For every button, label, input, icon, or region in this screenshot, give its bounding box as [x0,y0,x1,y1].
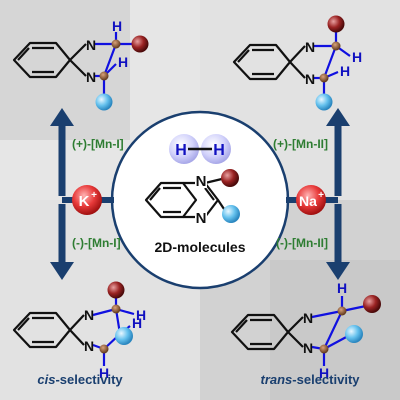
tr-bond-c-n2 [289,61,306,79]
blue-substituent-sphere [222,205,240,223]
bl-bond-c-n2 [69,329,85,346]
n-background-top [195,174,207,188]
tl-n-atom-1: N [86,37,96,53]
bl-carbon-2 [99,344,109,354]
tl-blue-sphere [95,93,113,111]
br-red-sphere [363,295,381,313]
tl-carbon-2 [99,71,109,81]
red-substituent-sphere [221,169,239,187]
cis-suffix: -selectivity [55,372,123,387]
shade-bottom-right [270,260,400,400]
br-carbon-1 [337,306,347,316]
tr-h-atom-1: H [352,49,362,65]
br-aromatic-bond-3 [235,319,248,333]
br-carbon-2 [319,344,329,354]
right-arrow-head-up [326,108,350,126]
br-bond-c-n2 [287,331,304,348]
hydrogen-atom-right [201,134,231,164]
tl-h-atom-1: H [112,18,122,34]
cis-prefix: cis [37,372,55,387]
center-label: 2D-molecules [154,239,245,255]
bl-bond-c-n1 [69,314,85,331]
br-h-atom-1: H [337,280,347,296]
trans-suffix: -selectivity [292,372,360,387]
tr-red-sphere [327,15,345,33]
molecule-top-right: N N H H [232,15,362,111]
tl-aromatic-bond-3 [17,47,30,61]
right-lower-catalyst: (-)-[Mn-II] [276,236,328,250]
pyrazine-double-bond [204,187,215,201]
right-upper-catalyst: (+)-[Mn-II] [273,137,328,151]
tr-h-atom-2: H [340,63,350,79]
tl-bond-c-n2 [69,59,87,77]
h-label-left: H [175,142,187,159]
cis-selectivity-label: cis-selectivity [37,372,123,387]
br-bond-n1-c [311,309,343,319]
tr-aromatic-bond-3 [237,49,250,63]
tl-carbon-1 [111,39,121,49]
br-h-atom-2: H [319,365,329,381]
br-bond-c-c [323,310,343,350]
hydrogen-molecule: H H [169,134,231,164]
tr-n-atom-2: N [305,71,315,87]
trans-selectivity-label: trans-selectivity [261,372,361,387]
tl-n-atom-2: N [86,69,96,85]
n-background-bottom [195,211,207,225]
br-n-atom-2: N [303,340,313,356]
bl-n-atom-2: N [84,338,94,354]
tr-bond-c-c [322,45,338,79]
tl-bond-c-c [102,43,118,77]
aromatic-bond-3 [149,187,161,201]
bl-h-atom-1: H [136,307,146,323]
potassium-ion [72,185,102,215]
tr-carbon-1 [331,41,341,51]
br-bond-c-n1 [287,316,304,333]
molecule-top-left: N N H H [12,18,149,111]
tl-bond-c-n1 [69,43,87,61]
trans-prefix: trans [261,372,293,387]
tl-h-atom-2: H [118,54,128,70]
bl-blue-sphere [115,327,133,345]
tl-red-sphere [131,35,149,53]
n-atom-top: N [196,173,207,190]
right-arrow-head-down [326,262,350,280]
bl-h-atom-2: H [132,315,142,331]
molecule-bottom-right: N N H H [230,280,381,381]
tr-n-atom-1: N [305,39,315,55]
sodium-symbol: Na [299,193,317,209]
bl-n-atom-1: N [84,307,94,323]
hydrogen-atom-left [169,134,199,164]
n-atom-bottom: N [196,210,207,227]
sodium-ion [296,185,326,215]
molecule-bottom-left: N N H H H [12,281,146,381]
tr-blue-sphere [315,93,333,111]
center-circle [110,110,290,290]
left-upper-catalyst: (+)-[Mn-I] [72,137,124,151]
tr-carbon-2 [319,73,329,83]
bl-aromatic-bond-3 [17,317,30,331]
sodium-charge: + [318,190,324,201]
tr-bond-c-n1 [289,45,306,63]
left-arrow-head-down [50,262,74,280]
br-blue-sphere [345,325,363,343]
bl-carbon-1 [111,304,121,314]
potassium-symbol: K [79,193,90,210]
br-n-atom-1: N [303,310,313,326]
left-lower-catalyst: (-)-[Mn-I] [72,236,121,250]
h-label-right: H [213,142,225,159]
left-arrow-head-up [50,108,74,126]
bl-h-atom-3: H [99,365,109,381]
potassium-charge: + [91,190,97,201]
benzene-ring [144,181,198,219]
bl-red-sphere [107,281,125,299]
